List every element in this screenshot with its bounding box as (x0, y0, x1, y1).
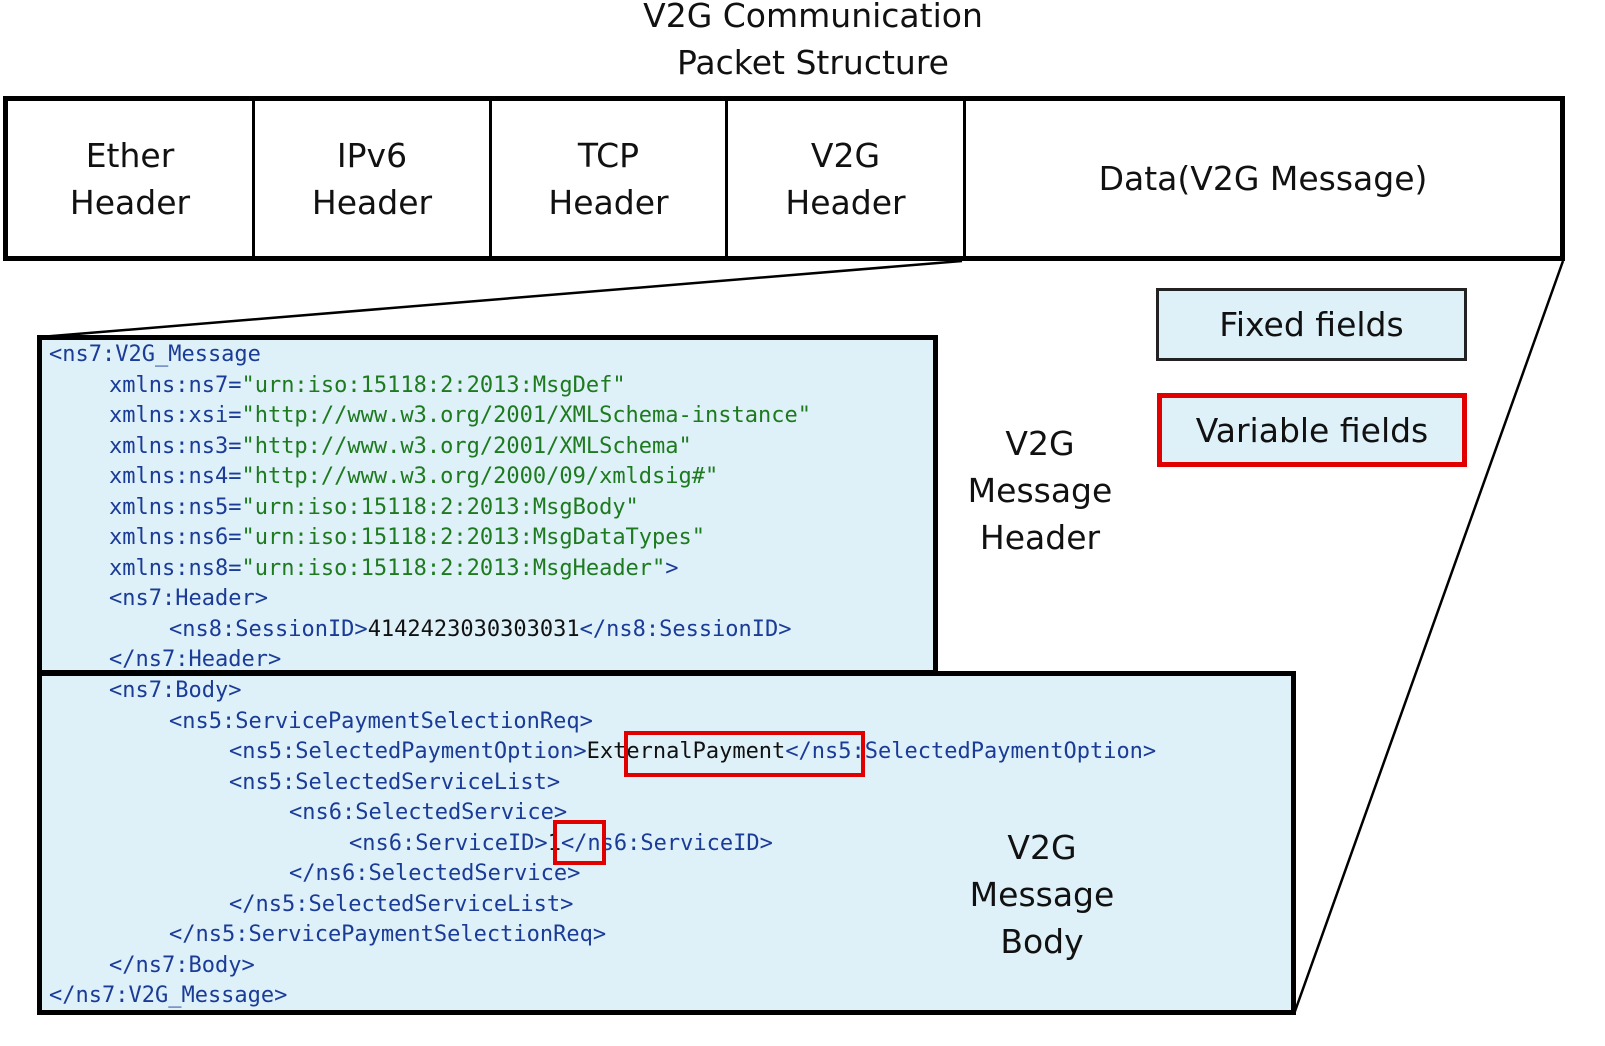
expansion-lines (39, 259, 1565, 1015)
code-token: xmlns:ns6= (109, 525, 242, 550)
body-code-line: </ns6:SelectedService> (289, 859, 580, 889)
code-token: xmlns:ns8= (109, 555, 242, 581)
code-token: xmlns:ns7= (109, 372, 242, 398)
code-token: </ns5:ServicePaymentSelectionReq> (169, 922, 607, 947)
code-token: <ns5:SelectedPaymentOption> (229, 739, 587, 764)
code-token: <ns6:ServiceID> (349, 830, 548, 856)
code-token: "urn:iso:15118:2:2013:MsgDef" (241, 372, 626, 398)
highlight-service-id (553, 820, 606, 865)
code-token: </ns7:Body> (109, 952, 255, 978)
message-body-panel (37, 671, 1296, 1015)
code-token: "http://www.w3.org/2001/XMLSchema" (241, 433, 692, 459)
legend-fixed-fields: Fixed fields (1156, 288, 1467, 361)
code-token: <ns7:Body> (109, 678, 242, 703)
code-token: </ns7:Header> (109, 647, 282, 672)
body-code-line: </ns5:ServicePaymentSelectionReq> (169, 920, 606, 950)
code-token: "urn:iso:15118:2:2013:MsgDataTypes" (241, 525, 706, 550)
message-header-panel (37, 335, 938, 675)
header-code-line: <ns7:V2G_Message (49, 340, 261, 370)
code-token: xmlns:ns5= (109, 494, 242, 520)
legend-variable-fields: Variable fields (1157, 393, 1467, 467)
title-line-2: Packet Structure (677, 43, 949, 82)
code-token: </ns7:V2G_Message> (49, 983, 288, 1008)
code-token: "urn:iso:15118:2:2013:MsgBody" (241, 494, 639, 520)
header-code-line: xmlns:xsi="http://www.w3.org/2001/XMLSch… (109, 401, 811, 431)
body-code-line: <ns5:ServicePaymentSelectionReq> (169, 707, 593, 737)
code-token: xmlns:ns3= (109, 433, 242, 459)
code-token: 4142423030303031 (367, 616, 580, 642)
code-token: <ns7:Header> (109, 586, 268, 611)
code-token: xmlns:xsi= (109, 403, 242, 428)
code-token: </ns6:SelectedService> (289, 861, 581, 886)
code-token: <ns6:SelectedService> (289, 800, 568, 825)
header-code-line: <ns8:SessionID>4142423030303031</ns8:Ses… (169, 615, 792, 645)
header-code-line: xmlns:ns4="http://www.w3.org/2000/09/xml… (109, 462, 718, 492)
body-code-line: </ns7:V2G_Message> (49, 981, 287, 1011)
code-token: "http://www.w3.org/2000/09/xmldsig#" (241, 464, 719, 489)
body-code-line: <ns6:SelectedService> (289, 798, 567, 828)
code-token: </ns6:ServiceID> (560, 830, 773, 856)
code-token: ExternalPayment (586, 739, 786, 764)
code-token: > (665, 555, 679, 581)
packet-cell-data: Data(V2G Message) (1098, 159, 1428, 198)
header-code-line: <ns7:Header> (109, 584, 268, 614)
code-token: "urn:iso:15118:2:2013:MsgHeader" (241, 555, 666, 581)
expansion-line-left (39, 259, 963, 339)
body-code-line: <ns5:SelectedServiceList> (229, 768, 560, 798)
expansion-line-right (1292, 260, 1565, 1015)
label-v2g-message-body: V2G Message Body (969, 828, 1115, 961)
body-code-line: <ns7:Body> (109, 676, 241, 706)
header-code-line: xmlns:ns8="urn:iso:15118:2:2013:MsgHeade… (109, 554, 679, 584)
code-token: <ns7:V2G_Message (49, 342, 261, 367)
code-token: </ns5:SelectedServiceList> (229, 891, 574, 917)
header-code-line: xmlns:ns5="urn:iso:15118:2:2013:MsgBody" (109, 493, 639, 523)
body-code-line: <ns5:SelectedPaymentOption>ExternalPayme… (229, 737, 1156, 767)
label-v2g-message-header: V2G Message Header (967, 424, 1113, 557)
code-token: "http://www.w3.org/2001/XMLSchema-instan… (241, 403, 811, 428)
code-token: <ns5:SelectedServiceList> (229, 769, 561, 795)
code-token: <ns8:SessionID> (169, 616, 368, 642)
header-code-line: xmlns:ns3="http://www.w3.org/2001/XMLSch… (109, 432, 692, 462)
code-token: </ns5:SelectedPaymentOption> (785, 739, 1157, 764)
code-token: <ns5:ServicePaymentSelectionReq> (169, 708, 593, 734)
header-code-line: xmlns:ns7="urn:iso:15118:2:2013:MsgDef" (109, 371, 626, 401)
code-token: xmlns:ns4= (109, 464, 242, 489)
header-code-line: </ns7:Header> (109, 645, 281, 675)
title-line-1: V2G Communication (643, 0, 983, 35)
code-token: </ns8:SessionID> (579, 616, 792, 642)
highlight-external-payment (624, 731, 865, 777)
body-code-line: </ns7:Body> (109, 951, 255, 981)
body-code-line: <ns6:ServiceID>1</ns6:ServiceID> (349, 829, 773, 859)
body-code-line: </ns5:SelectedServiceList> (229, 890, 573, 920)
diagram-title: V2G Communication Packet Structure (0, 0, 1605, 86)
header-code-line: xmlns:ns6="urn:iso:15118:2:2013:MsgDataT… (109, 523, 705, 553)
